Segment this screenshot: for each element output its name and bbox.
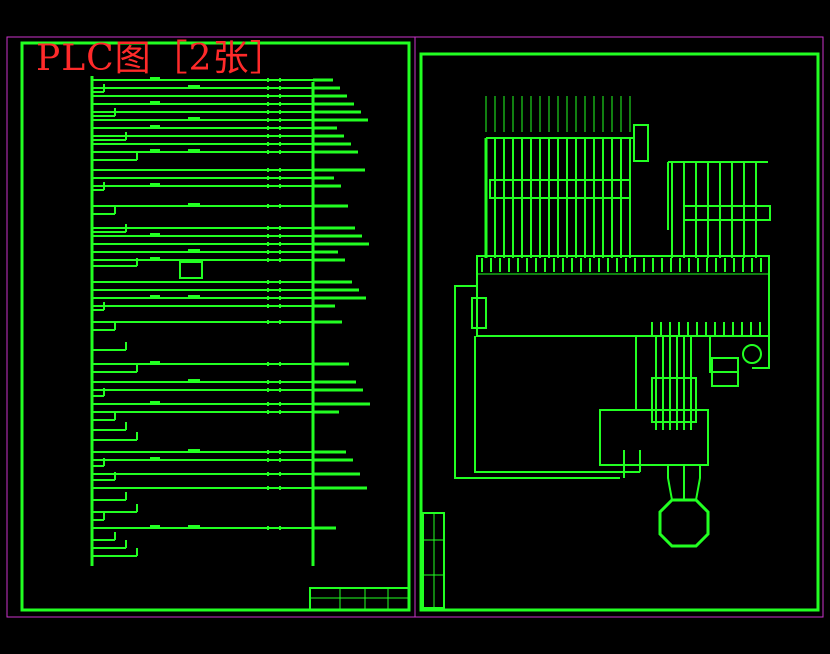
indicator-lamp [742,344,762,364]
output-terminal-strip [683,205,771,221]
input-terminal-bus [484,96,634,258]
timer-block [179,261,203,279]
left-title-block [309,587,410,611]
plc-module [476,255,770,337]
input-terminal-strip [489,179,631,199]
wiring-diagram-sheet [419,52,820,612]
plc-terminals [481,258,762,336]
ladder-diagram-sheet [20,41,411,612]
output-terminal-group [667,161,771,258]
ladder-rungs [92,77,370,530]
page-title: PLC图［2张］ [36,38,287,79]
right-sheet-border [419,52,820,612]
motor-symbol [658,498,710,548]
left-sheet-border [20,41,411,612]
contactor-wiring [623,336,692,478]
contactor-box [599,409,709,466]
fuse-block [471,297,487,329]
top-right-label-box [633,124,649,162]
ladder-branches [92,84,203,557]
left-feed-line [454,285,620,479]
